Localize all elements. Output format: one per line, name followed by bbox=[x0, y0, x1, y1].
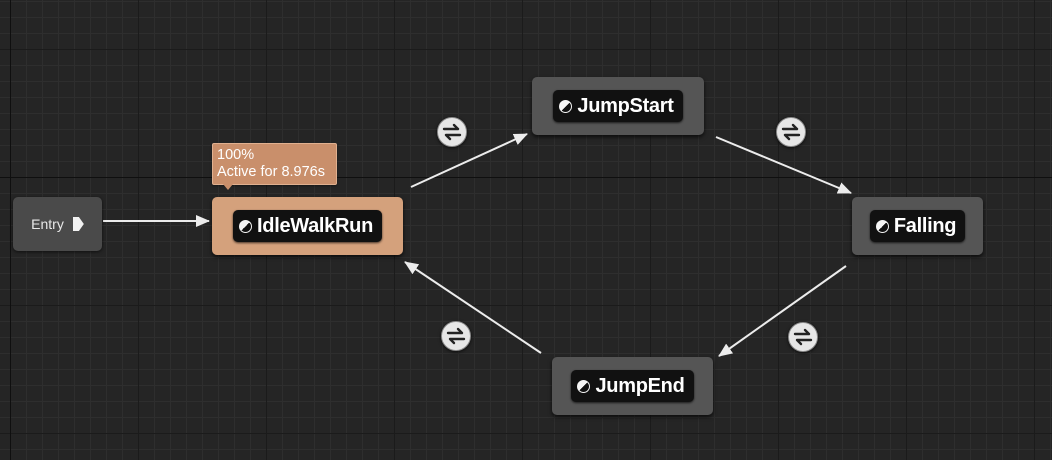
state-node-falling[interactable]: Falling bbox=[852, 197, 983, 255]
transition-rule-icon-jumpend-to-idle[interactable] bbox=[441, 321, 471, 351]
transition-rule-icon-falling-to-jumpend[interactable] bbox=[788, 322, 818, 352]
graph-origin-axis-horizontal bbox=[0, 177, 1052, 178]
wire-jumpend-to-idlewalkrun[interactable] bbox=[404, 261, 542, 354]
state-name: IdleWalkRun bbox=[257, 214, 373, 237]
state-title-bar: JumpEnd bbox=[571, 370, 694, 402]
state-name: JumpStart bbox=[577, 94, 674, 117]
bubble-tail bbox=[223, 184, 233, 190]
wire-falling-to-jumpend[interactable] bbox=[718, 265, 847, 357]
state-title-bar: IdleWalkRun bbox=[233, 210, 382, 242]
transition-rule-icon-idle-to-jumpstart[interactable] bbox=[437, 117, 467, 147]
state-icon bbox=[559, 99, 573, 113]
state-icon bbox=[239, 219, 253, 233]
active-state-bubble: 100% Active for 8.976s bbox=[212, 143, 337, 190]
entry-label: Entry bbox=[31, 216, 64, 232]
wire-idlewalkrun-to-jumpstart[interactable] bbox=[410, 133, 528, 188]
entry-node[interactable]: Entry bbox=[13, 197, 102, 251]
state-weight: 100% bbox=[217, 147, 255, 163]
transition-rule-icon-jumpstart-to-falling[interactable] bbox=[776, 117, 806, 147]
wire-jumpstart-to-falling[interactable] bbox=[715, 136, 852, 194]
state-title-bar: Falling bbox=[869, 210, 966, 242]
state-node-jumpend[interactable]: JumpEnd bbox=[552, 357, 713, 415]
exec-pin-icon[interactable] bbox=[72, 217, 84, 231]
state-icon bbox=[875, 219, 889, 233]
graph-origin-axis-vertical bbox=[10, 0, 11, 460]
state-title-bar: JumpStart bbox=[553, 90, 683, 122]
state-icon bbox=[577, 379, 591, 393]
state-name: Falling bbox=[893, 214, 957, 237]
state-active-time: Active for 8.976s bbox=[217, 164, 325, 180]
state-name: JumpEnd bbox=[595, 374, 685, 397]
state-node-idlewalkrun[interactable]: IdleWalkRun bbox=[212, 197, 403, 255]
state-node-jumpstart[interactable]: JumpStart bbox=[532, 77, 704, 135]
